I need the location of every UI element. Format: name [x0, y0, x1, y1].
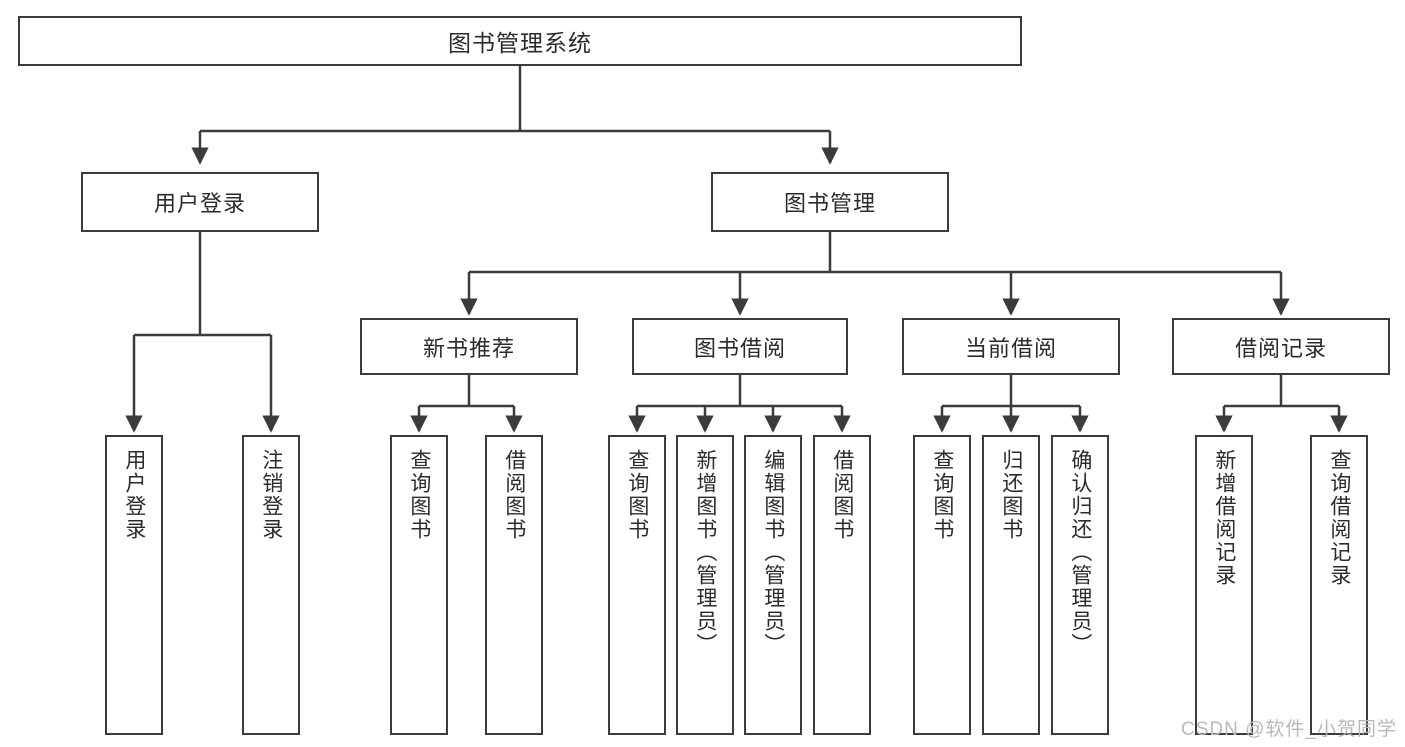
node-label: 用户登录: [153, 191, 246, 216]
node-label: 新增借阅记录: [1212, 449, 1236, 587]
node-label: 查询图书: [625, 449, 649, 541]
node-label: 图书借阅: [693, 335, 786, 361]
node-label: 确认归还（管理员）: [1068, 449, 1092, 656]
node-label: 新书推荐: [422, 335, 515, 361]
leaf-query-book-current[interactable]: 查询图书: [913, 435, 971, 735]
node-book-borrow[interactable]: 图书借阅: [632, 318, 848, 375]
node-label: 用户登录: [122, 449, 146, 541]
leaf-query-book-new[interactable]: 查询图书: [390, 435, 448, 735]
node-current-borrow[interactable]: 当前借阅: [902, 318, 1120, 375]
node-label: 图书管理系统: [448, 30, 592, 56]
node-user-login[interactable]: 用户登录: [81, 172, 319, 232]
node-label: 查询图书: [930, 449, 954, 541]
csdn-watermark: CSDN @软件_小贺同学: [1181, 719, 1397, 740]
leaf-borrow-book-new[interactable]: 借阅图书: [485, 435, 543, 735]
node-book-management[interactable]: 图书管理: [711, 172, 949, 232]
leaf-edit-book-admin[interactable]: 编辑图书（管理员）: [744, 435, 802, 735]
leaf-borrow-book[interactable]: 借阅图书: [813, 435, 871, 735]
leaf-add-book-admin[interactable]: 新增图书（管理员）: [676, 435, 734, 735]
node-label: 借阅图书: [502, 449, 526, 541]
node-label: 归还图书: [999, 449, 1023, 541]
leaf-logout[interactable]: 注销登录: [242, 435, 300, 735]
leaf-query-book-borrow[interactable]: 查询图书: [608, 435, 666, 735]
node-label: 借阅图书: [830, 449, 854, 541]
leaf-confirm-return-admin[interactable]: 确认归还（管理员）: [1051, 435, 1109, 735]
node-new-book-recommend[interactable]: 新书推荐: [360, 318, 578, 375]
node-label: 新增图书（管理员）: [693, 449, 717, 656]
leaf-return-book[interactable]: 归还图书: [982, 435, 1040, 735]
node-label: 注销登录: [259, 449, 283, 541]
node-label: 当前借阅: [964, 335, 1057, 361]
leaf-user-login[interactable]: 用户登录: [105, 435, 163, 735]
node-label: 编辑图书（管理员）: [761, 449, 785, 656]
leaf-add-borrow-record[interactable]: 新增借阅记录: [1195, 435, 1253, 735]
leaf-query-borrow-record[interactable]: 查询借阅记录: [1310, 435, 1368, 735]
node-label: 借阅记录: [1234, 335, 1327, 361]
node-label: 查询图书: [407, 449, 431, 541]
node-label: 查询借阅记录: [1327, 449, 1351, 587]
node-root-system[interactable]: 图书管理系统: [18, 16, 1022, 66]
node-label: 图书管理: [783, 191, 876, 216]
node-borrow-record[interactable]: 借阅记录: [1172, 318, 1390, 375]
